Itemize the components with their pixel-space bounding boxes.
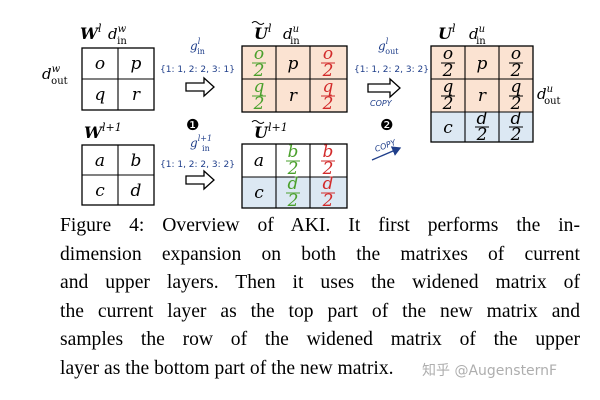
cell-q-half-red-den: 2 [322,94,334,114]
caption-line: layer as the bottom part of the new matr… [60,357,394,379]
caption-line: the current layer as the top part of the… [60,300,580,322]
cell-o-half-green-den: 2 [253,61,265,81]
cell-q-half-den-2: 2 [510,94,522,114]
matrix-w-l-title: Wl [80,22,102,43]
arrow-g3-shape [367,77,401,99]
matrix-u-final-title: Ul [438,22,456,43]
cell-o-half-den: 2 [442,61,454,81]
cell-o-half-num: o [443,44,453,64]
arrow-g2-mapping: {1: 1, 2: 2, 3: 2} [160,160,235,170]
copy-label-1: COPY [370,99,393,108]
caption-line: dimension expansion on both the matrixes… [60,243,580,265]
cell-b-half-red-den: 2 [322,159,334,179]
matrix-u-l-title: Ul [254,22,272,43]
cell-q: q [95,85,106,105]
caption-line: Figure 4: Overview of AKI. It first perf… [60,215,580,236]
cell-b-half-green-num: b [288,142,299,162]
matrix-w-l1-title: Wl+1 [84,121,122,142]
cell-d-half-red-num: d [323,174,334,194]
step-2-badge: ❷ [380,116,393,134]
arrow-g2-shape [185,169,215,191]
cell-c: c [254,183,264,203]
cell-d-half-num: d [477,109,488,129]
cell-d-half-red-den: 2 [322,191,334,211]
cell-b-half-red-num: b [323,142,334,162]
cell-r: r [478,86,487,106]
copy-label-2: COPY [374,138,398,154]
caption-line: and upper layers. Then it uses the widen… [60,272,580,294]
cell-a: a [95,151,105,171]
cell-o-half-red-num: o [323,44,333,64]
cell-d-half-green-num: d [288,174,299,194]
cell-p: p [477,54,488,74]
cell-p: p [288,54,299,74]
cell-p: p [131,54,142,74]
cell-o-half-red-den: 2 [322,61,334,81]
cell-q-half-red-num: q [323,77,334,97]
cell-c: c [443,118,453,138]
cell-b: b [131,151,142,171]
cell-o-half-den-2: 2 [510,61,522,81]
cell-q-half-den: 2 [442,94,454,114]
tilde-mark [251,120,265,124]
cell-q-half-num-2: q [511,77,522,97]
step-1-badge: ❶ [186,116,199,134]
cell-c: c [95,181,105,201]
matrix-w-l1: Wl+1 a b c d [81,121,155,206]
cell-o-half-green-num: o [254,44,264,64]
cell-d-half-den: 2 [476,125,488,145]
caption-line: samples the row of the widened matrix of… [60,329,580,351]
cell-o-half-num-2: o [511,44,521,64]
cell-q-half-num: q [443,77,454,97]
cell-d-half-num-2: d [511,109,522,129]
cell-r: r [289,86,298,106]
cell-d-half-den-2: 2 [510,125,522,145]
matrix-u-l1-title: Ul+1 [254,121,288,142]
matrix-u-l1: Ul+1 a b 2 b 2 c d 2 d 2 [241,120,348,211]
cell-a: a [254,151,264,171]
cell-d-half-green-den: 2 [287,191,299,211]
cell-r: r [132,85,141,105]
cell-b-half-green-den: 2 [287,159,299,179]
arrow-g1-mapping: {1: 1, 2: 2, 3: 1} [160,65,235,75]
cell-d: d [131,181,142,201]
tilde-mark [251,21,265,25]
cell-q-half-green-num: q [254,77,265,97]
cell-q-half-green-den: 2 [253,94,265,114]
figure-caption: Figure 4: Overview of AKI. It first perf… [60,212,580,384]
arrow-g3-mapping: {1: 1, 2: 2, 3: 2} [354,65,429,75]
watermark: 知乎 @AugensternF [422,363,558,379]
cell-o: o [95,54,105,74]
copy-arrow-2: COPY [371,138,402,161]
arrow-g1-shape [185,76,215,98]
